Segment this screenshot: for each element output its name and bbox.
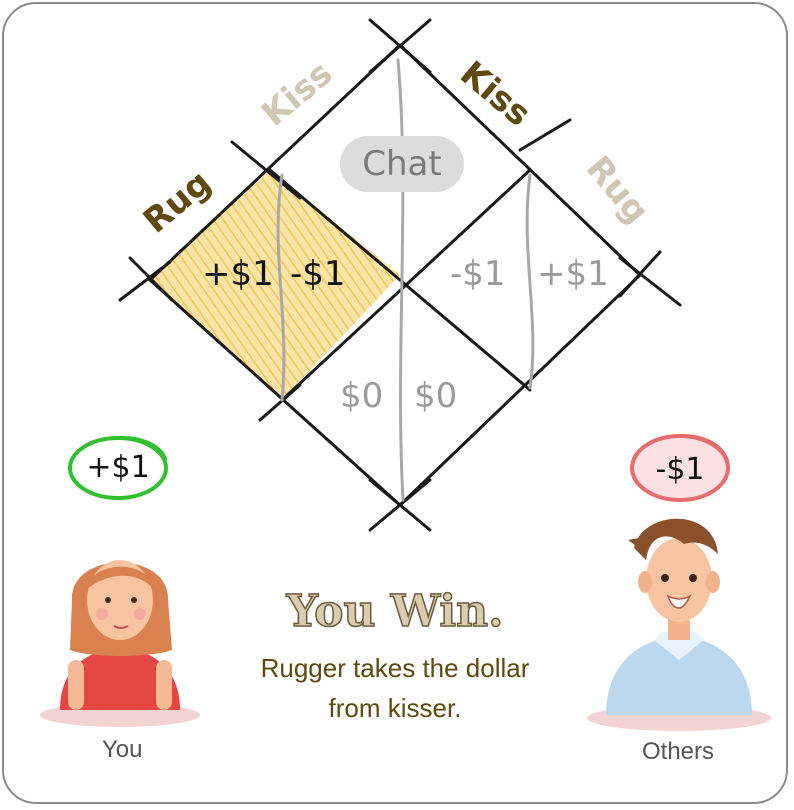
chat-button[interactable]: Chat — [340, 136, 464, 192]
you-name: You — [102, 736, 143, 763]
cell-kiss-rug-left: -$1 — [450, 254, 506, 294]
others-name: Others — [642, 738, 715, 765]
others-payoff: -$1 — [655, 452, 705, 487]
result-description: Rugger takes the dollar from kisser. — [230, 648, 560, 728]
cell-rug-rug-left: +$1 — [202, 254, 274, 294]
cell-kiss-rug-right: +$1 — [537, 254, 609, 294]
result-description-line2: from kisser. — [328, 693, 462, 723]
cell-rug-rug-right: -$1 — [290, 254, 346, 294]
cell-kiss-kiss-left: $0 — [340, 376, 384, 416]
result-title: You Win. — [286, 585, 504, 638]
others-payoff-circle — [630, 434, 730, 502]
you-payoff-circle — [68, 436, 168, 500]
you-payoff: +$1 — [86, 450, 150, 485]
woman-avatar-icon — [40, 560, 200, 727]
result-description-line1: Rugger takes the dollar — [260, 653, 530, 683]
man-avatar-icon — [587, 518, 771, 731]
cell-kiss-kiss-right: $0 — [414, 376, 458, 416]
